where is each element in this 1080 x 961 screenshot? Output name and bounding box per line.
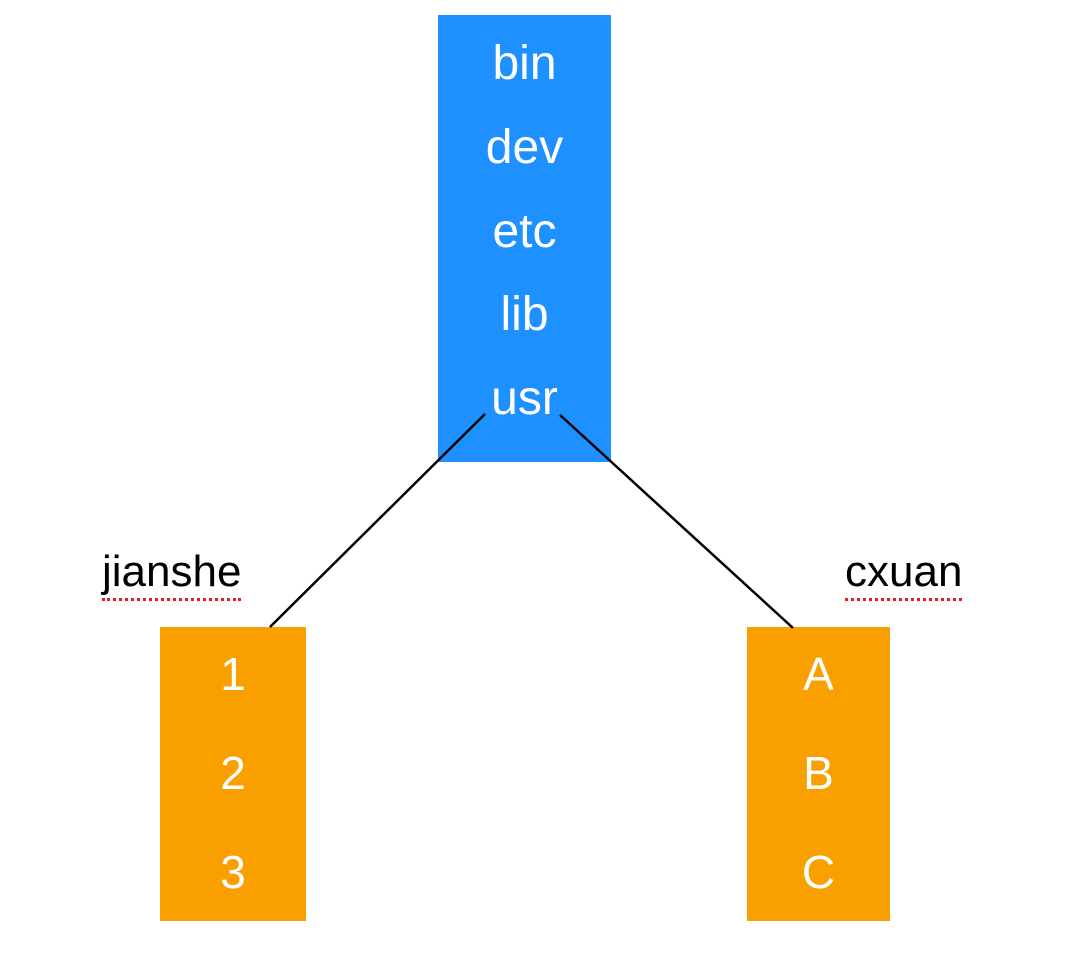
cxuan-item-b: B — [803, 747, 834, 799]
label-jianshe-text: jianshe — [102, 547, 242, 601]
label-cxuan: cxuan — [845, 547, 963, 601]
cxuan-directory-box: A B C — [747, 627, 890, 921]
cxuan-item-c: C — [801, 846, 836, 898]
jianshe-directory-box: 1 2 3 — [160, 627, 306, 921]
root-dir-item-bin: bin — [492, 37, 557, 90]
root-directory-box: bin dev etc lib usr — [438, 15, 611, 462]
root-dir-item-dev: dev — [485, 120, 564, 174]
label-jianshe: jianshe — [102, 547, 242, 601]
cxuan-item-a: A — [803, 648, 834, 700]
label-cxuan-text: cxuan — [845, 547, 963, 601]
jianshe-item-2: 2 — [220, 747, 246, 799]
jianshe-item-3: 3 — [220, 846, 246, 898]
root-dir-item-etc: etc — [492, 204, 557, 258]
root-dir-item-lib: lib — [500, 288, 549, 342]
jianshe-item-1: 1 — [220, 648, 246, 700]
root-dir-item-usr: usr — [491, 372, 558, 425]
